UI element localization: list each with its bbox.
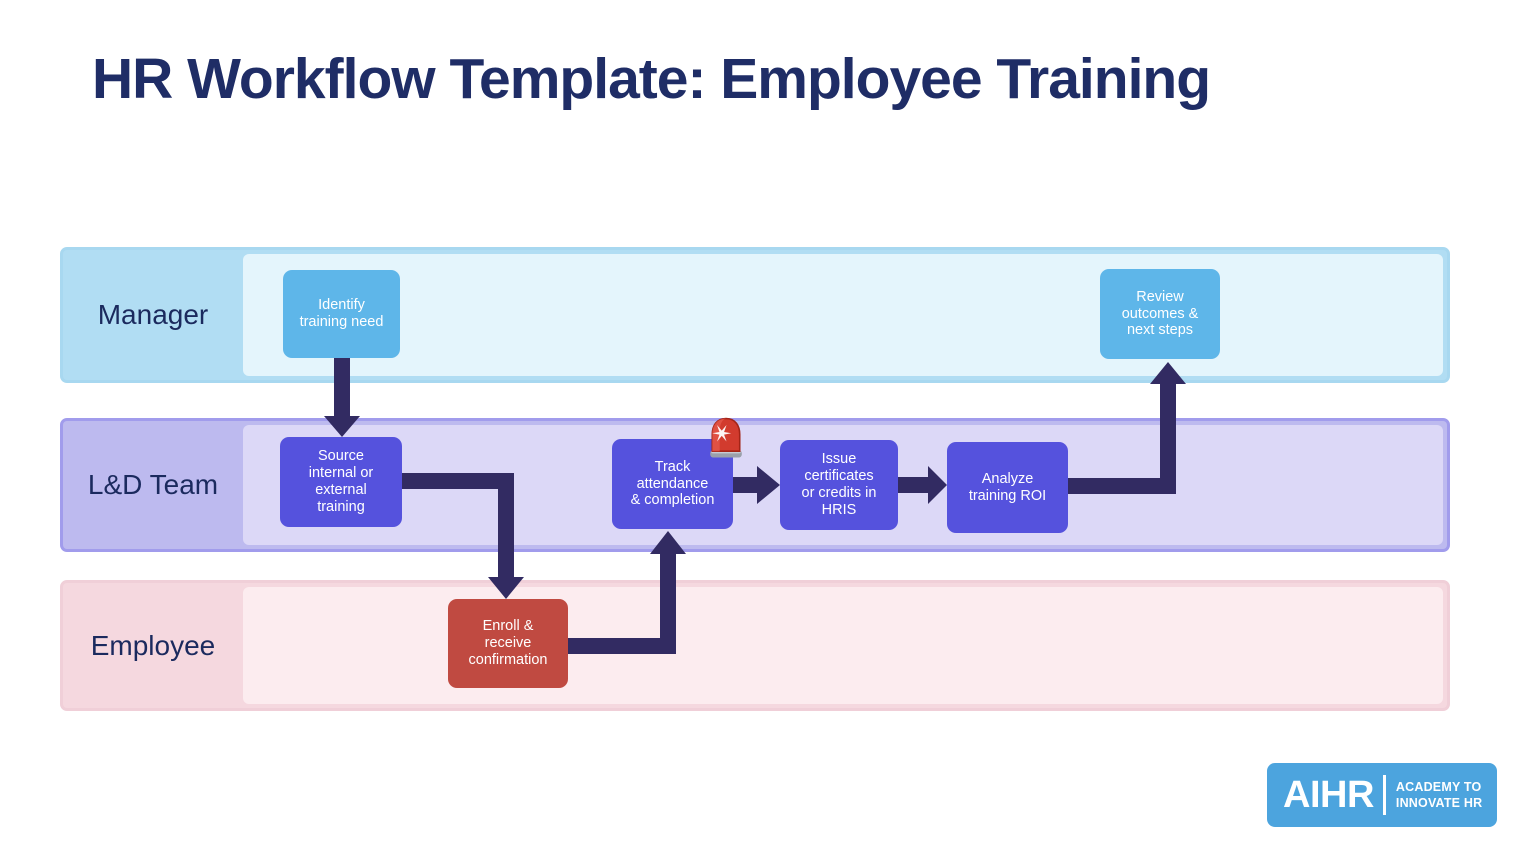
siren-icon <box>710 417 742 458</box>
node-identify-training-need: Identify training need <box>283 270 400 358</box>
node-analyze-roi: Analyze training ROI <box>947 442 1068 533</box>
aihr-logo: AIHR ACADEMY TO INNOVATE HR <box>1267 763 1497 827</box>
node-label: Track attendance & completion <box>630 458 715 509</box>
lane-manager-label: Manager <box>97 299 209 330</box>
node-label: Enroll & receive confirmation <box>468 618 548 668</box>
lane-manager: Manager <box>60 247 1450 383</box>
logo-brand-text: AIHR <box>1283 773 1374 816</box>
node-label: Review outcomes & next steps <box>1121 288 1199 339</box>
node-review-outcomes: Review outcomes & next steps <box>1100 269 1220 359</box>
lane-manager-body <box>243 254 1443 376</box>
node-label: Identify training need <box>299 297 384 330</box>
page-title: HR Workflow Template: Employee Training <box>92 47 1211 111</box>
lane-employee-label: Employee <box>90 629 216 661</box>
logo-divider <box>1382 775 1386 815</box>
lane-employee-body <box>243 587 1443 704</box>
node-enroll-confirmation: Enroll & receive confirmation <box>448 599 568 688</box>
lane-ld-team: L&D Team <box>60 418 1450 552</box>
node-label: Source internal or external training <box>308 448 374 515</box>
node-issue-certificates: Issue certificates or credits in HRIS <box>780 440 898 530</box>
lane-ld-team-label: L&D Team <box>87 469 219 500</box>
node-label: Analyze training ROI <box>968 470 1047 504</box>
logo-tagline: ACADEMY TO INNOVATE HR <box>1395 779 1483 810</box>
node-label: Issue certificates or credits in HRIS <box>801 451 877 518</box>
node-source-training: Source internal or external training <box>280 437 402 527</box>
lane-employee: Employee <box>60 580 1450 711</box>
